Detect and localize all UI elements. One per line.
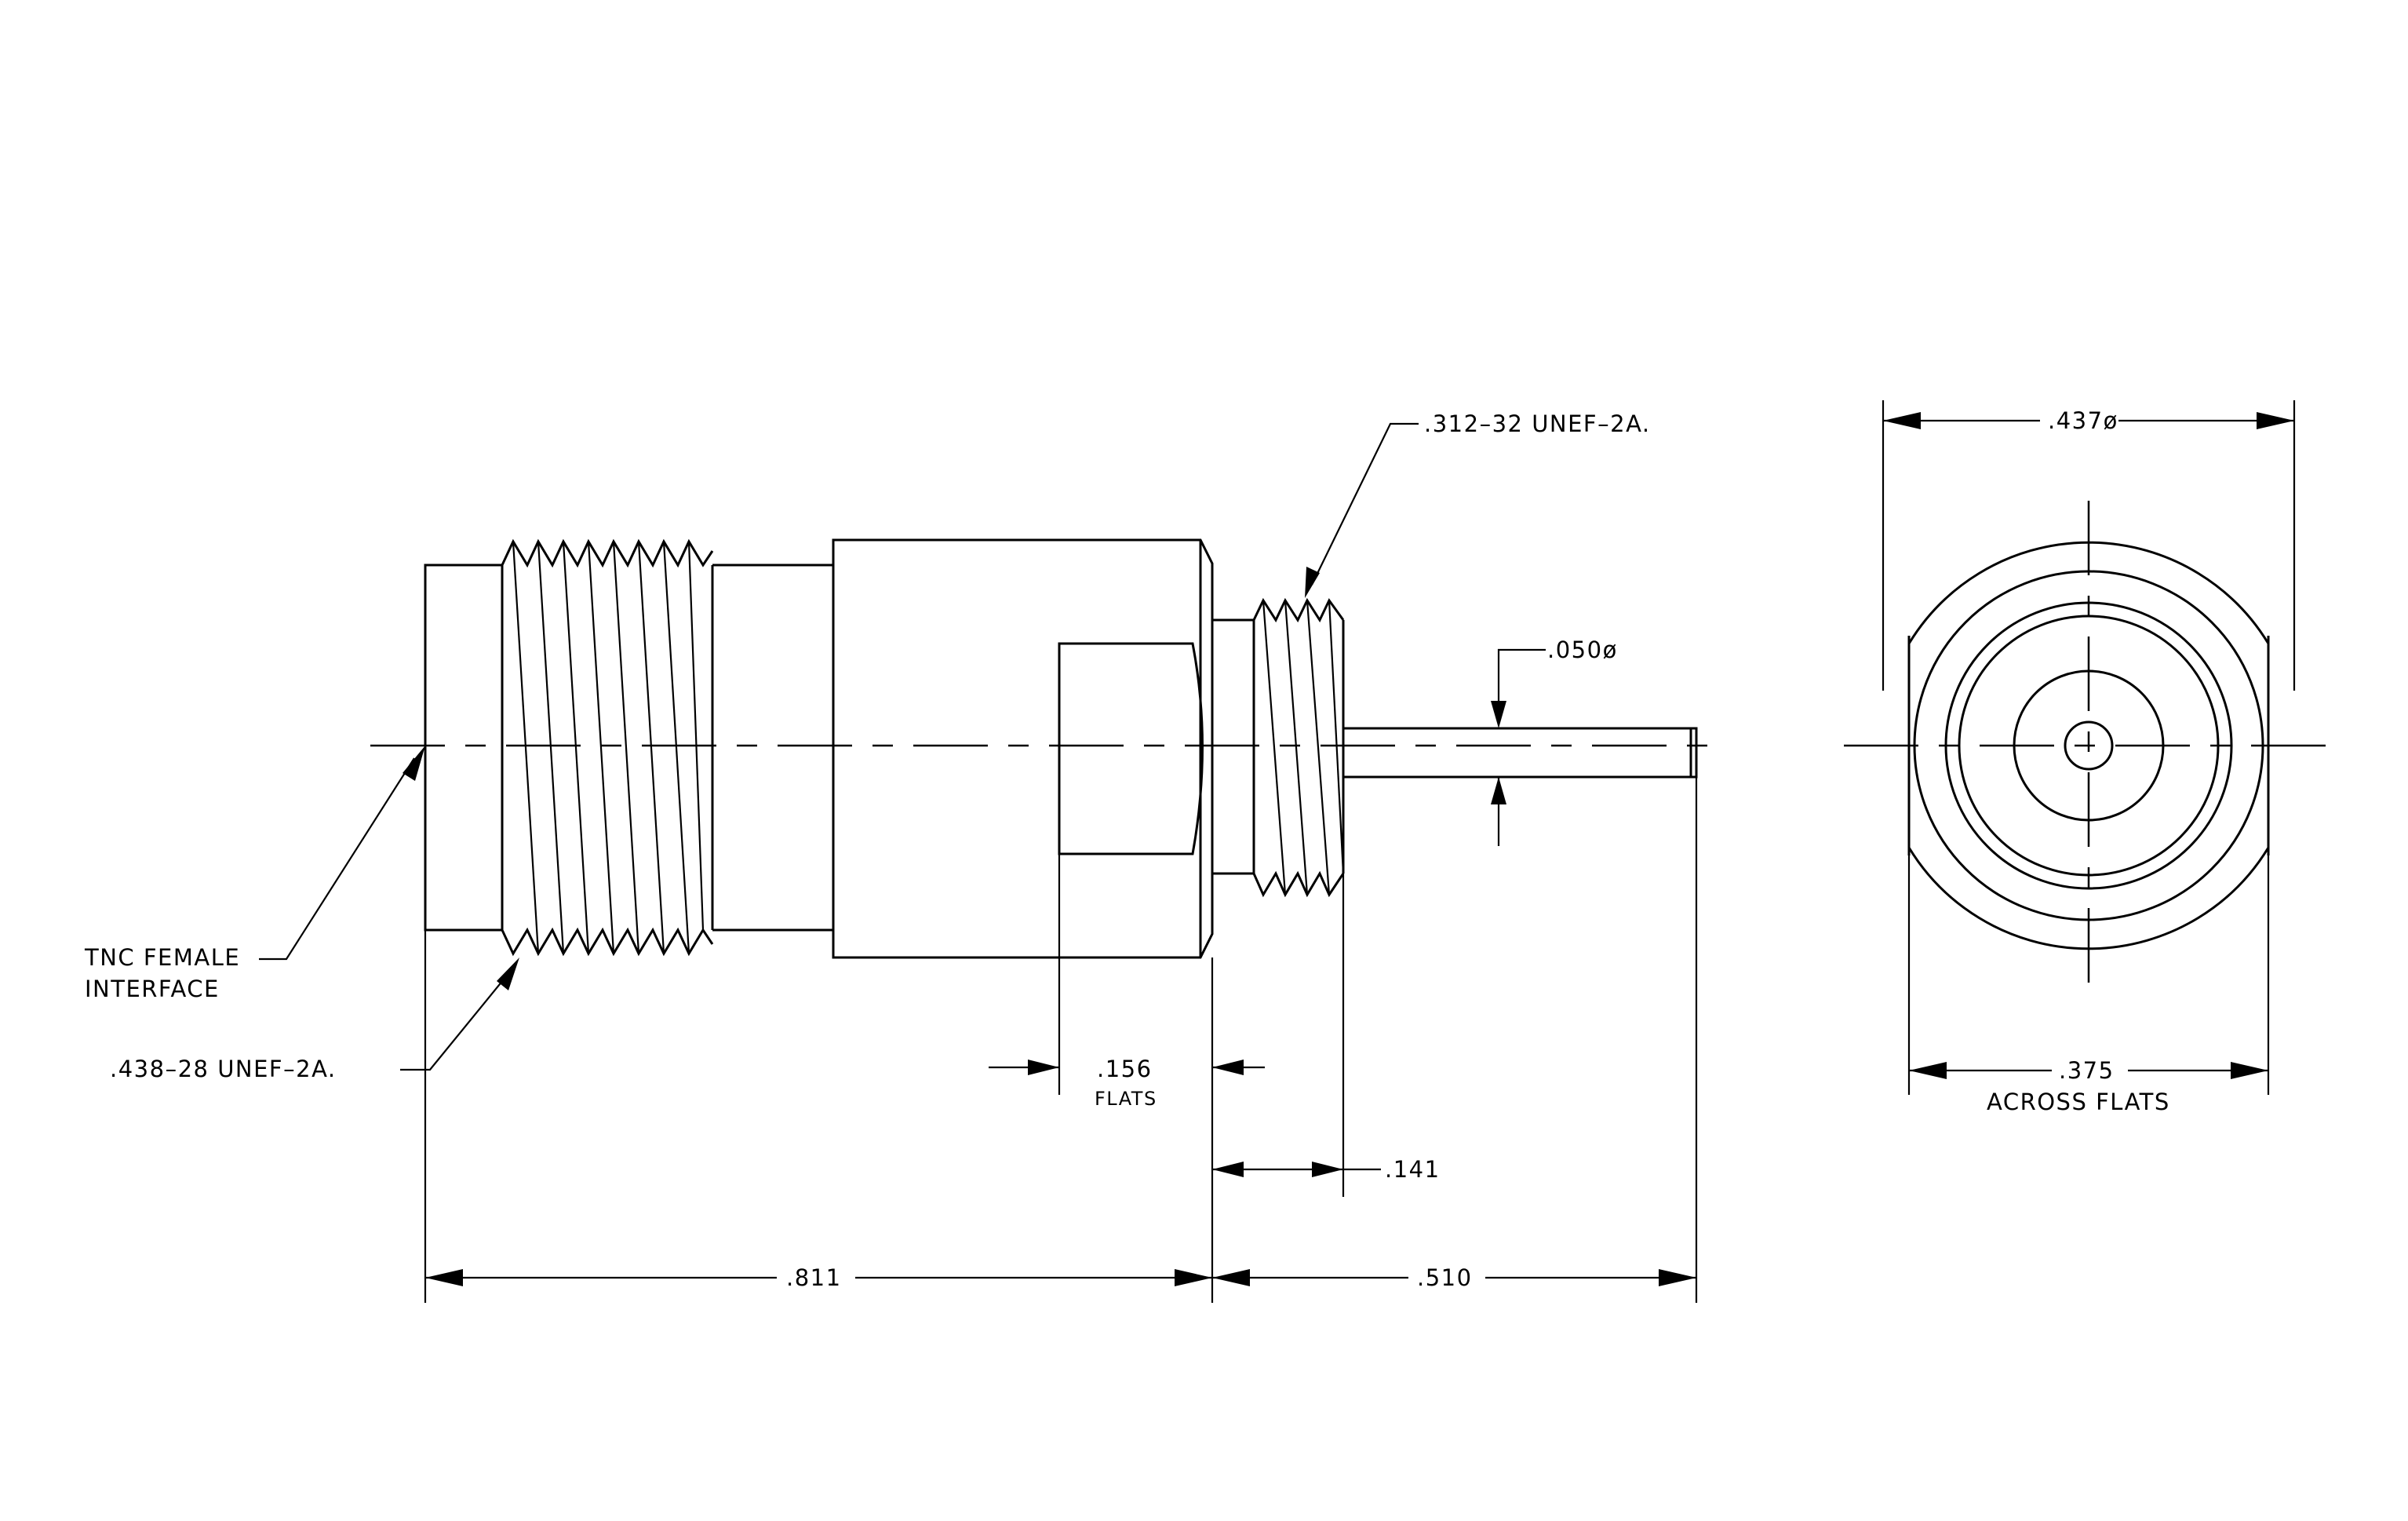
center-pin <box>1343 727 1698 779</box>
front-interface-body <box>424 564 504 932</box>
dim-141 <box>1212 1162 1381 1177</box>
front-thread <box>501 538 714 957</box>
dim-437 <box>1883 412 2294 429</box>
leader-tnc-interface <box>259 746 425 961</box>
contact-circle <box>2064 720 2114 771</box>
label-flats-word: FLATS <box>1095 1088 1157 1110</box>
dielectric-circle <box>2013 669 2165 822</box>
label-across-flats: ACROSS FLATS <box>1987 1089 2170 1115</box>
dim-375 <box>1909 1062 2268 1079</box>
label-141: .141 <box>1385 1156 1441 1183</box>
end-view <box>1844 400 2338 1095</box>
label-811: .811 <box>786 1264 842 1291</box>
label-tnc-line1: TNC FEMALE <box>84 944 240 971</box>
label-thread-312: .312–32 UNEF–2A. <box>1424 410 1651 437</box>
label-flats-156: .156 <box>1097 1056 1153 1082</box>
interface-inner-circle <box>1958 615 2220 877</box>
dim-pin-diameter <box>1491 648 1546 846</box>
rear-thread <box>1212 597 1345 898</box>
label-375: .375 <box>2059 1057 2115 1084</box>
label-437: .437ø <box>2048 407 2118 434</box>
label-thread-438: .438–28 UNEF–2A. <box>110 1056 337 1082</box>
label-510: .510 <box>1417 1264 1473 1291</box>
body-neck <box>712 564 835 932</box>
label-tnc-line2: INTERFACE <box>85 976 220 1002</box>
side-view <box>370 538 1726 1303</box>
dim-811 <box>425 1269 1212 1286</box>
label-pin-diameter: .050ø <box>1547 636 1618 663</box>
dim-flats-156 <box>989 1060 1265 1075</box>
hex-body <box>832 538 1214 959</box>
thread-major-circle <box>1913 570 2264 921</box>
dim-510 <box>1212 1269 1696 1286</box>
interface-outer-circle <box>1944 601 2233 890</box>
leader-thread-438 <box>400 957 519 1071</box>
leader-thread-312 <box>1305 422 1419 598</box>
